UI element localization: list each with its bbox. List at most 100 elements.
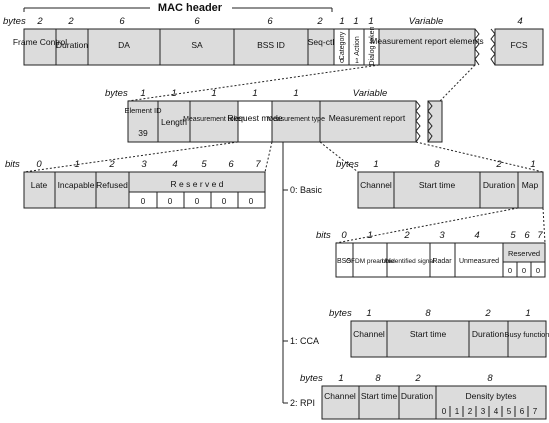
frame-field-duration: Duration — [56, 40, 88, 50]
frame-field-da: DA — [118, 40, 130, 50]
map-bit-0: 0 — [341, 230, 347, 241]
rm-field-reserved: R e s e r v e d — [171, 179, 224, 189]
rpi-density-index-2: 2 — [468, 407, 473, 416]
expand-line-report-left — [319, 141, 359, 173]
rpi-density-index-6: 6 — [520, 407, 525, 416]
rpi-size-density: 8 — [487, 373, 493, 384]
map-bit-7: 7 — [537, 230, 543, 241]
element-size-report: Variable — [353, 88, 388, 99]
rpi-density-separators — [449, 406, 529, 417]
frame-size-duration: 2 — [67, 16, 74, 27]
element-size-length: 1 — [171, 88, 176, 99]
rm-bit-6: 6 — [228, 159, 234, 170]
basic-size-map: 1 — [530, 159, 535, 170]
cca-field-busy: Busy function — [504, 330, 549, 339]
frame-category-value: 0 — [340, 58, 344, 65]
frame-size-sa: 6 — [194, 16, 200, 27]
frame-field-report-elements: Measurement report elements — [370, 36, 483, 46]
basic-duration-cell — [479, 171, 519, 209]
type-basic-label: 0: Basic — [290, 185, 323, 195]
rpi-field-labels: Channel Start time Duration Density byte… — [324, 391, 516, 401]
refused-cell — [95, 171, 130, 209]
cca-start-time-cell — [386, 320, 470, 358]
map-field-labels: BSS OFDM preamble Unidentified signal Ra… — [337, 249, 540, 275]
element-field-id: Element ID — [124, 106, 162, 115]
rm-bit-5: 5 — [201, 159, 207, 170]
map-reserved-value-5: 0 — [508, 266, 512, 275]
rm-field-incapable: Incapable — [58, 180, 95, 190]
report-elements-cell — [378, 28, 476, 66]
cca-size-start-time: 8 — [425, 308, 431, 319]
rpi-density-index-4: 4 — [494, 407, 499, 416]
mac-header-title: MAC header — [158, 2, 223, 14]
basic-channel-cell — [357, 171, 395, 209]
rpi-size-channel: 1 — [338, 373, 343, 384]
late-cell — [23, 171, 56, 209]
map-bit-5: 5 — [510, 230, 516, 241]
basic-size-labels: 1 8 2 1 — [373, 159, 535, 170]
rm-bit-2: 2 — [108, 159, 115, 170]
da-cell — [87, 28, 161, 66]
element-unit-label: bytes — [105, 88, 128, 99]
request-mode-row — [23, 171, 266, 209]
type-cca-label: 1: CCA — [290, 336, 319, 346]
frame-field-category: Category — [339, 31, 346, 60]
rm-bit-7: 7 — [255, 159, 261, 170]
seqctl-cell — [307, 28, 335, 66]
frame-size-category: 1 — [339, 16, 344, 27]
frame-size-seqctl: 2 — [316, 16, 323, 27]
length-cell — [157, 100, 191, 143]
expand-line-right-1 — [439, 64, 476, 102]
cca-field-duration: Duration — [472, 329, 504, 339]
rpi-density-index-7: 7 — [533, 407, 538, 416]
frame-break-zigzag-right — [490, 28, 496, 66]
element-id-value: 39 — [138, 128, 148, 138]
map-bit-6: 6 — [524, 230, 530, 241]
type-rpi-label: 2: RPI — [290, 398, 315, 408]
rm-reserved-bit-7 — [237, 191, 266, 209]
request-mode-bit-positions: 0 1 2 3 4 5 6 7 — [36, 159, 261, 170]
duration-cell — [55, 28, 89, 66]
rm-reserved-value-3: 0 — [141, 197, 146, 206]
element-tail-cell — [427, 100, 443, 143]
cca-size-busy: 1 — [525, 308, 530, 319]
element-row — [127, 100, 443, 143]
map-bit-4: 4 — [474, 230, 479, 241]
element-field-report: Measurement report — [329, 113, 406, 123]
rpi-field-start-time: Start time — [361, 391, 398, 401]
rm-reserved-value-6: 0 — [222, 197, 227, 206]
frame-field-dialog-token: Dialog token — [369, 26, 376, 65]
element-field-length: Length — [161, 117, 187, 127]
rpi-unit-label: bytes — [300, 373, 323, 384]
cca-size-duration: 2 — [484, 308, 491, 319]
basic-size-duration: 2 — [495, 159, 502, 170]
rm-bit-0: 0 — [36, 159, 42, 170]
expand-line-report-right — [415, 141, 544, 173]
basic-start-time-cell — [393, 171, 481, 209]
request-mode-cell — [237, 100, 273, 143]
rpi-size-start-time: 8 — [375, 373, 381, 384]
map-reserved-bit-7 — [530, 261, 546, 278]
element-field-request-mode: Request mode — [227, 113, 283, 123]
cca-channel-cell — [350, 320, 388, 358]
map-field-bss: BSS — [337, 258, 351, 265]
frame-row — [23, 28, 544, 66]
rm-bit-4: 4 — [172, 159, 177, 170]
measurement-token-cell — [189, 100, 239, 143]
frame-field-frame-control: Frame Control — [13, 37, 67, 47]
basic-size-channel: 1 — [373, 159, 378, 170]
map-unmeasured-cell — [454, 242, 504, 278]
frame-size-report-elements: Variable — [409, 16, 444, 27]
frame-field-bssid: BSS ID — [257, 40, 285, 50]
frame-field-labels: Frame Control Duration DA SA BSS ID Seq-… — [13, 26, 528, 65]
element-field-labels: Element ID 39 Length Measurement token R… — [124, 106, 405, 138]
map-field-ofdm: OFDM preamble — [346, 258, 394, 265]
rm-reserved-value-7: 0 — [249, 197, 254, 206]
expand-line-map-left — [335, 207, 519, 244]
rm-bit-1: 1 — [74, 159, 79, 170]
basic-field-map: Map — [522, 180, 539, 190]
element-break-zigzag-right — [427, 100, 433, 143]
map-bit-2: 2 — [403, 230, 410, 241]
rm-reserved-value-5: 0 — [195, 197, 200, 206]
element-break-zigzag-left — [415, 100, 421, 143]
